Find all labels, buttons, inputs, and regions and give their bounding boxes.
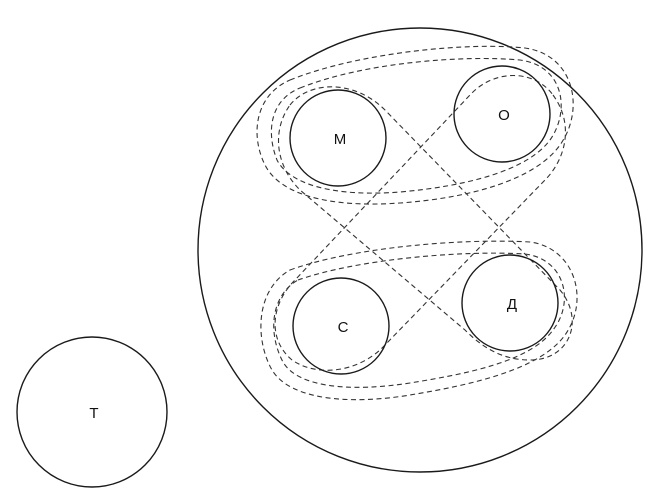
dashed-group-bottom-outer (260, 240, 578, 401)
circle-c (292, 277, 390, 375)
dashed-group-diagonal-md (278, 86, 573, 361)
circle-d (461, 254, 559, 352)
outer-circle (197, 27, 643, 473)
dashed-group-top-outer (256, 45, 574, 205)
circle-m (289, 89, 387, 187)
dashed-group-bottom-inner (273, 252, 565, 388)
circle-o (453, 65, 551, 163)
label-d: Д (507, 296, 517, 313)
circle-t (16, 336, 168, 488)
label-c: С (338, 319, 349, 336)
dashed-group-diagonal-oc (274, 75, 566, 371)
label-t: Т (89, 405, 98, 422)
label-o: О (498, 107, 510, 124)
label-m: М (334, 131, 347, 148)
dashed-group-top-inner (270, 57, 562, 194)
